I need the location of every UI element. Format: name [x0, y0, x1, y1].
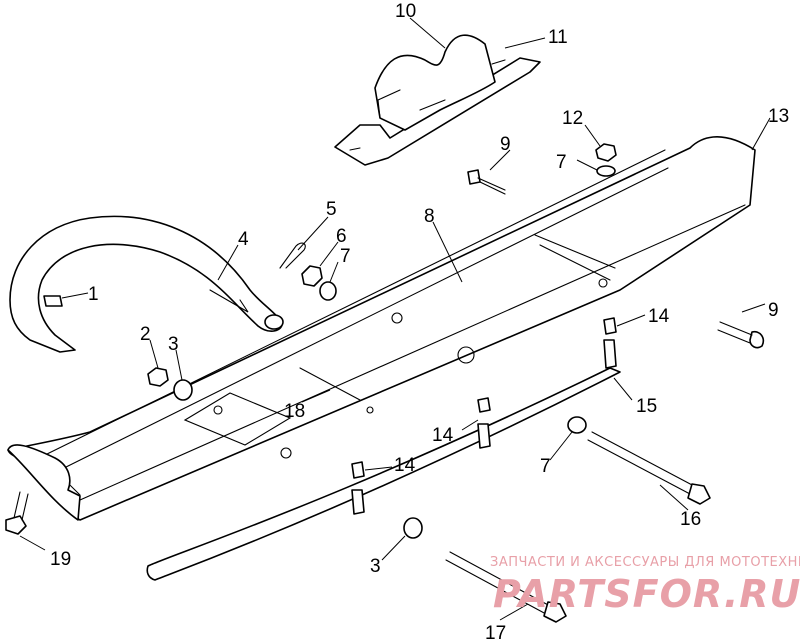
saddle-and-bracket [334, 34, 541, 166]
watermark-logo: PARTSFOR.RU [493, 572, 800, 616]
hardware [5, 143, 765, 623]
callout-11: 11 [548, 27, 568, 48]
callout-14-middle: 14 [432, 425, 454, 446]
ski-body [7, 136, 756, 521]
callout-18: 18 [284, 401, 305, 422]
callout-1: 1 [88, 284, 99, 305]
callout-7-lower: 7 [540, 456, 551, 477]
callout-9-upper: 9 [500, 134, 511, 155]
ski-handle [9, 215, 284, 353]
callout-5: 5 [326, 199, 337, 220]
callout-15: 15 [636, 396, 657, 417]
callout-6: 6 [336, 226, 347, 247]
callout-labels: 1 2 3 4 5 6 7 8 9 9 10 11 12 7 13 14 15 … [50, 1, 789, 642]
callout-13: 13 [768, 106, 789, 127]
callout-12: 12 [562, 108, 583, 129]
callout-14-right: 14 [648, 306, 670, 327]
callout-4: 4 [238, 229, 249, 250]
callout-3-lower: 3 [370, 556, 381, 577]
watermark-tagline: ЗАПЧАСТИ И АКСЕССУАРЫ ДЛЯ МОТОТЕХНИКИ [490, 555, 800, 570]
callout-7-upper: 7 [556, 152, 567, 173]
callout-7-left: 7 [340, 246, 351, 267]
callout-14-lower: 14 [394, 455, 416, 476]
callout-16: 16 [680, 509, 701, 530]
callout-17: 17 [485, 623, 506, 642]
callout-19: 19 [50, 549, 71, 570]
callout-9-lower: 9 [768, 300, 779, 321]
callout-2: 2 [140, 324, 151, 345]
callout-8: 8 [424, 206, 435, 227]
wear-bar [146, 367, 621, 581]
leader-lines [19, 17, 771, 621]
watermark: ЗАПЧАСТИ И АКСЕССУАРЫ ДЛЯ МОТОТЕХНИКИ PA… [490, 555, 800, 616]
callout-10: 10 [395, 1, 416, 22]
callout-3-upper: 3 [168, 334, 179, 355]
